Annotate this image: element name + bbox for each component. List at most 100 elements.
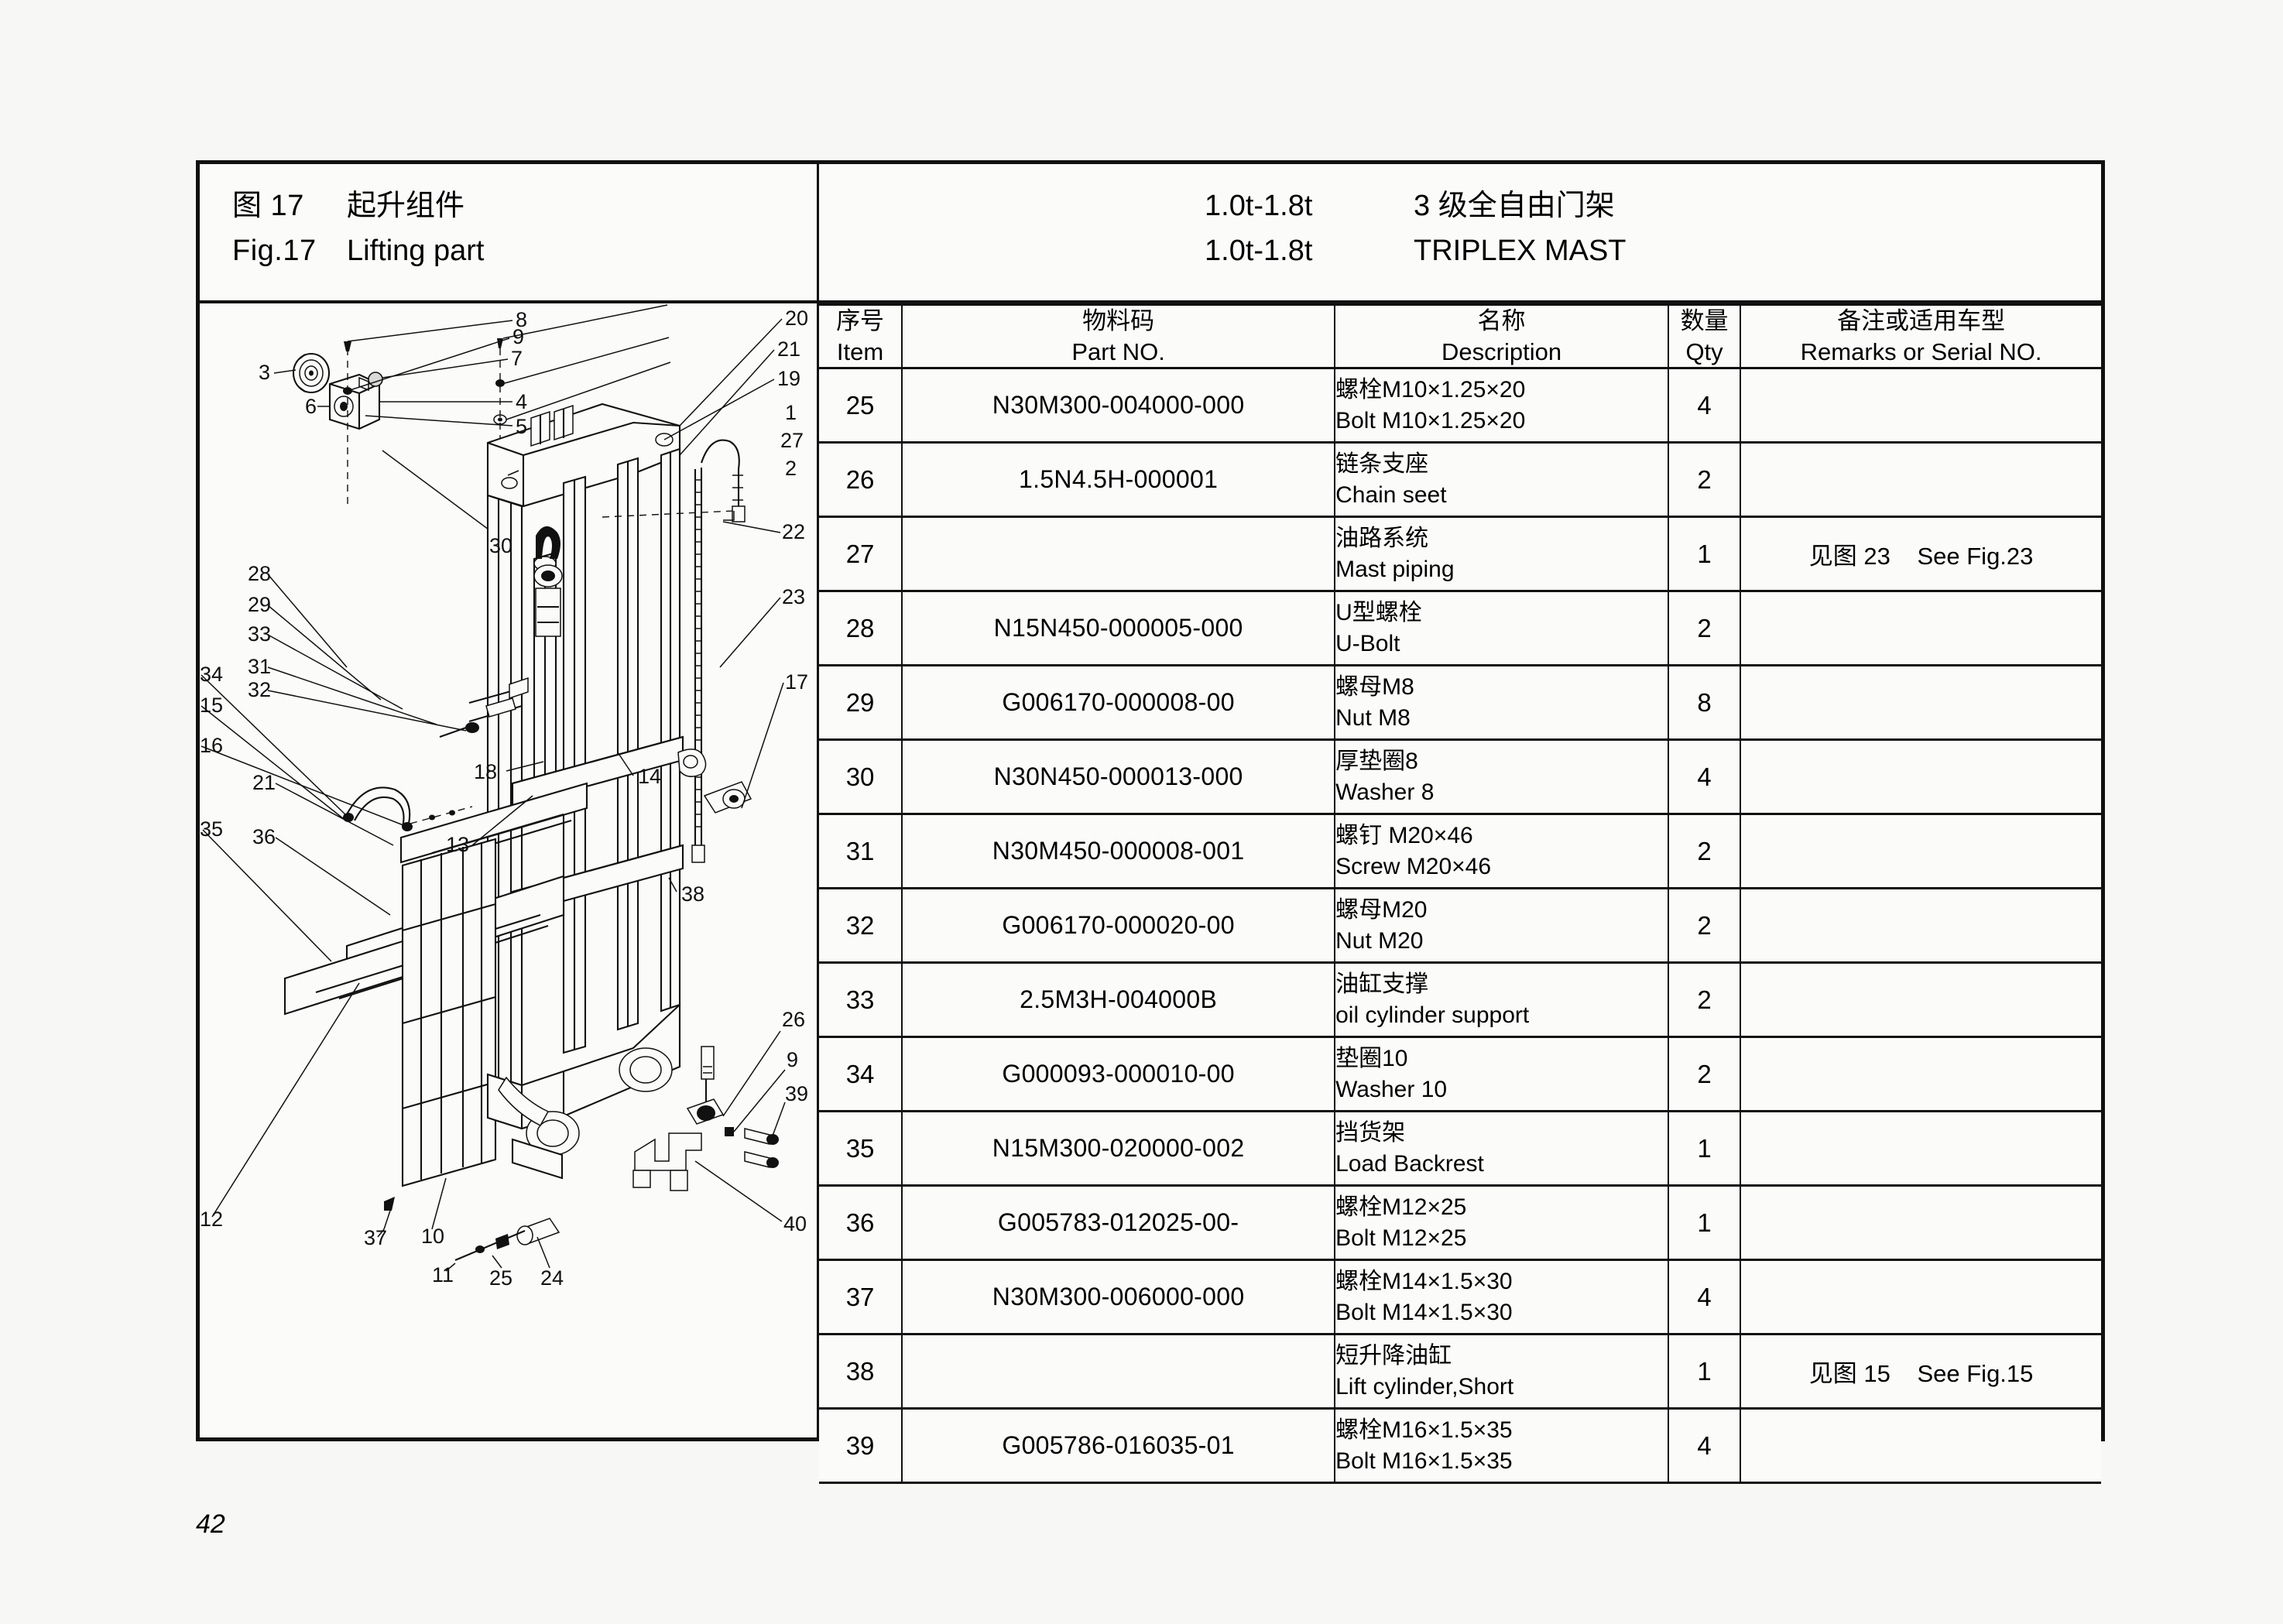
- callout-7: 7: [511, 347, 523, 370]
- table-row[interactable]: 27 油路系统 Mast piping 1 见图 23 See Fig.23: [819, 516, 2101, 593]
- figure-label-cn: 图 17: [232, 190, 304, 222]
- cell-part-no: 2.5M3H-004000B: [901, 961, 1336, 1039]
- cell-description: 油路系统 Mast piping: [1334, 516, 1669, 593]
- callout-18: 18: [474, 760, 497, 783]
- remark-cn: 见图 15: [1808, 1360, 1891, 1388]
- column-header-qty-cn: 数量: [1680, 307, 1729, 334]
- cell-qty: 2: [1667, 441, 1742, 519]
- column-header-item-en: Item: [836, 337, 884, 365]
- cell-remarks: [1740, 1110, 2101, 1187]
- table-row[interactable]: 39 G005786-016035-01 螺栓M16×1.5×35 Bolt M…: [819, 1407, 2101, 1485]
- table-row[interactable]: 37 N30M300-006000-000 螺栓M14×1.5×30 Bolt …: [819, 1259, 2101, 1336]
- cell-description: 螺母M8 Nut M8: [1334, 664, 1669, 742]
- cell-qty: 4: [1667, 367, 1742, 444]
- description-en: Washer 8: [1335, 779, 1435, 805]
- column-header-item: 序号 Item: [819, 303, 903, 370]
- cell-part-no: N15M300-020000-002: [901, 1110, 1336, 1187]
- cell-qty: 4: [1667, 1259, 1742, 1336]
- table-row[interactable]: 35 N15M300-020000-002 挡货架 Load Backrest …: [819, 1110, 2101, 1187]
- column-header-qty: 数量 Qty: [1667, 303, 1742, 370]
- table-row[interactable]: 26 1.5N4.5H-000001 链条支座 Chain seet 2: [819, 441, 2101, 519]
- description-en: Nut M20: [1335, 927, 1424, 954]
- parts-table-header-row: 序号 Item 物料码 Part NO. 名称 Description: [819, 303, 2101, 370]
- cell-qty: 4: [1667, 1407, 1742, 1485]
- cell-qty: 1: [1667, 1110, 1742, 1187]
- figure-name-en: Lifting part: [347, 235, 485, 267]
- callout-22: 22: [782, 520, 805, 543]
- cell-description: 油缸支撑 oil cylinder support: [1334, 961, 1669, 1039]
- cell-description: 短升降油缸 Lift cylinder,Short: [1334, 1333, 1669, 1410]
- description-en: Chain seet: [1335, 481, 1447, 508]
- callout-26: 26: [782, 1008, 805, 1031]
- column-header-description: 名称 Description: [1334, 303, 1669, 370]
- callout-8: 8: [516, 308, 527, 331]
- column-header-part-no-en: Part NO.: [1071, 337, 1165, 365]
- callout-4: 4: [516, 390, 527, 413]
- column-header-remarks-cn: 备注或适用车型: [1837, 307, 2006, 334]
- table-row[interactable]: 28 N15N450-000005-000 U型螺栓 U-Bolt 2: [819, 590, 2101, 667]
- cell-description: 厚垫圈8 Washer 8: [1334, 738, 1669, 816]
- model-title-en-row: 1.0t-1.8t TRIPLEX MAST: [1205, 235, 1716, 268]
- table-row[interactable]: 32 G006170-000020-00 螺母M20 Nut M20 2: [819, 887, 2101, 964]
- callout-9a: 9: [512, 325, 524, 348]
- column-header-remarks-en: Remarks or Serial NO.: [1800, 337, 2042, 365]
- callout-15: 15: [200, 694, 223, 717]
- cell-item: 31: [819, 813, 903, 890]
- callout-19: 19: [777, 367, 800, 390]
- mast-assembly-drawing: 20 21 19 8 9 7 3 4 5 6 30 1 27 2 22: [200, 304, 808, 1290]
- u-bolt-group: [439, 677, 529, 738]
- cell-part-no: G000093-000010-00: [901, 1036, 1336, 1113]
- cell-part-no: G005786-016035-01: [901, 1407, 1336, 1485]
- callout-3: 3: [259, 361, 270, 384]
- callout-37: 37: [364, 1226, 387, 1249]
- table-row[interactable]: 31 N30M450-000008-001 螺钉 M20×46 Screw M2…: [819, 813, 2101, 890]
- description-cn: 链条支座: [1335, 451, 1429, 477]
- page-number: 42: [196, 1509, 225, 1539]
- description-en: Load Backrest: [1335, 1150, 1484, 1177]
- cell-remarks: [1740, 590, 2101, 667]
- callout-31: 31: [248, 655, 271, 678]
- table-row[interactable]: 36 G005783-012025-00- 螺栓M12×25 Bolt M12×…: [819, 1184, 2101, 1262]
- table-row[interactable]: 29 G006170-000008-00 螺母M8 Nut M8 8: [819, 664, 2101, 742]
- cell-item: 30: [819, 738, 903, 816]
- table-row[interactable]: 34 G000093-000010-00 垫圈10 Washer 10 2: [819, 1036, 2101, 1113]
- callout-5: 5: [516, 415, 527, 438]
- cell-part-no: N30M450-000008-001: [901, 813, 1336, 890]
- callout-28: 28: [248, 562, 271, 585]
- figure-title-cn-row: 图 17 起升组件: [232, 181, 817, 224]
- table-row[interactable]: 38 短升降油缸 Lift cylinder,Short 1 见图 15 See…: [819, 1333, 2101, 1410]
- hydraulic-hose: [343, 786, 473, 831]
- table-row[interactable]: 33 2.5M3H-004000B 油缸支撑 oil cylinder supp…: [819, 961, 2101, 1039]
- parts-table: 序号 Item 物料码 Part NO. 名称 Description: [819, 303, 2101, 1485]
- lift-chain: [691, 439, 746, 863]
- table-row[interactable]: 25 N30M300-004000-000 螺栓M10×1.25×20 Bolt…: [819, 367, 2101, 444]
- callout-24: 24: [540, 1266, 564, 1290]
- cell-description: 螺栓M14×1.5×30 Bolt M14×1.5×30: [1334, 1259, 1669, 1336]
- callout-1: 1: [785, 401, 797, 424]
- cell-part-no: G006170-000008-00: [901, 664, 1336, 742]
- callout-13: 13: [446, 833, 469, 856]
- cell-remarks: [1740, 961, 2101, 1039]
- cell-qty: 2: [1667, 1036, 1742, 1113]
- column-header-description-cn: 名称: [1477, 307, 1526, 334]
- description-cn: 厚垫圈8: [1335, 748, 1418, 774]
- remark-cn: 见图 23: [1808, 543, 1891, 570]
- cell-item: 37: [819, 1259, 903, 1336]
- callout-33: 33: [248, 622, 271, 646]
- cell-description: 挡货架 Load Backrest: [1334, 1110, 1669, 1187]
- cell-part-no: N30M300-006000-000: [901, 1259, 1336, 1336]
- description-cn: 螺栓M14×1.5×30: [1335, 1268, 1513, 1294]
- mast-type-en: TRIPLEX MAST: [1414, 235, 1627, 267]
- cell-part-no: [901, 516, 1336, 593]
- figure-title-en-row: Fig.17 Lifting part: [232, 235, 817, 268]
- cell-part-no: N15N450-000005-000: [901, 590, 1336, 667]
- callout-36: 36: [252, 825, 276, 848]
- cell-remarks: [1740, 1407, 2101, 1485]
- cell-qty: 2: [1667, 590, 1742, 667]
- callout-40: 40: [783, 1212, 807, 1235]
- cell-description: 螺栓M10×1.25×20 Bolt M10×1.25×20: [1334, 367, 1669, 444]
- description-en: Screw M20×46: [1335, 853, 1492, 879]
- table-row[interactable]: 30 N30N450-000013-000 厚垫圈8 Washer 8 4: [819, 738, 2101, 816]
- description-cn: 螺栓M12×25: [1335, 1194, 1467, 1220]
- title-band: 图 17 起升组件 Fig.17 Lifting part 1.0t-1.8t …: [200, 164, 2101, 303]
